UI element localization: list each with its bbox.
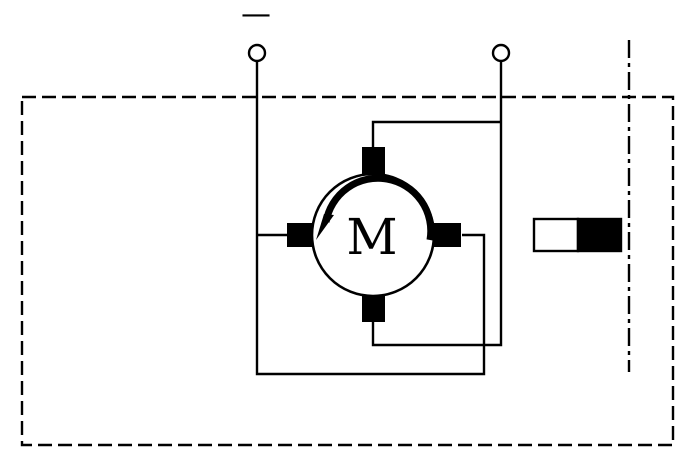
left-terminal-wire [255, 61, 486, 376]
rotation-arrowhead-icon [316, 214, 334, 240]
rotation-arc [322, 174, 435, 241]
right-brush [434, 223, 461, 247]
top-brush-wire [371, 120, 501, 147]
bottom-brush [362, 295, 385, 322]
right-terminal [491, 43, 511, 63]
right-terminal-wire [371, 61, 503, 347]
switch-filled-half [576, 217, 623, 253]
dashed-enclosure [20, 95, 675, 447]
left-brush [287, 223, 314, 247]
motor-symbol: M [346, 208, 397, 266]
switch-open-half [532, 217, 580, 253]
left-terminal [247, 43, 267, 63]
top-brush [362, 147, 385, 174]
polarity-mark: — [241, 0, 271, 32]
